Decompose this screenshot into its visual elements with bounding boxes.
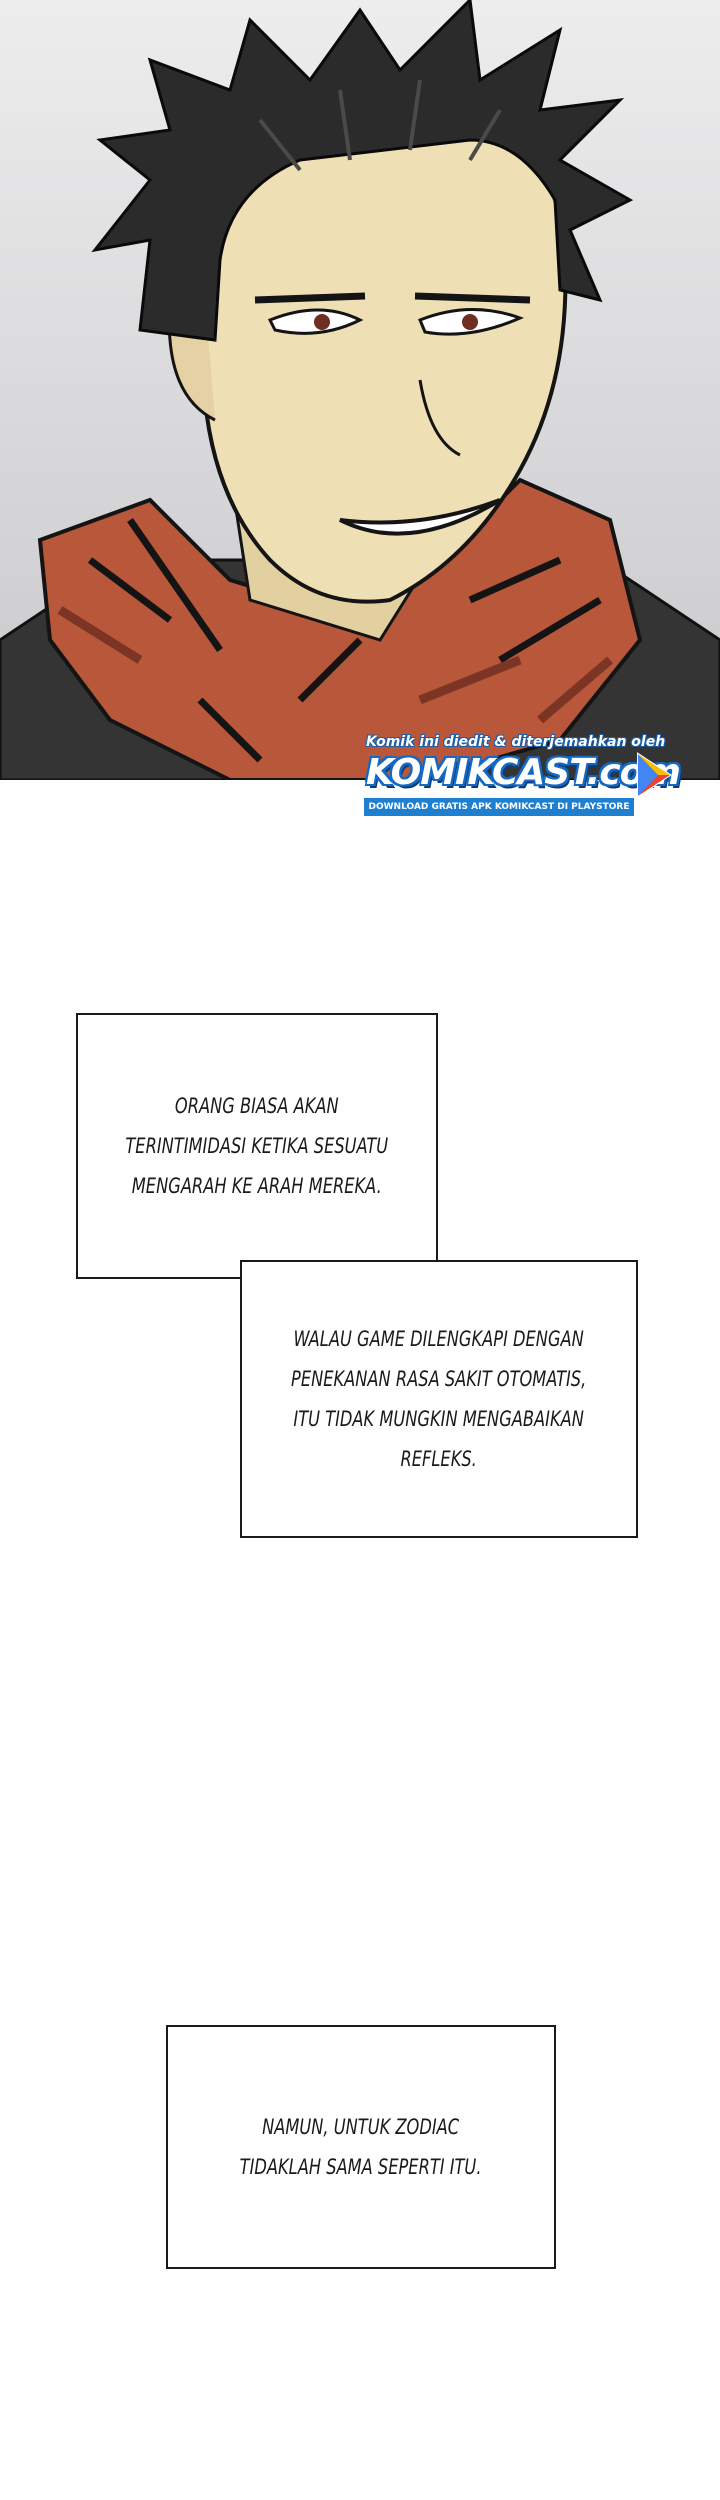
narration-box-2: WALAU GAME DILENGKAPI DENGAN PENEKANAN R… (240, 1260, 638, 1538)
narration-box-3: NAMUN, UNTUK ZODIAC TIDAKLAH SAMA SEPERT… (166, 2025, 556, 2269)
watermark-tagline: Komik ini diedit & diterjemahkan oleh (366, 734, 666, 750)
narration-text-2: WALAU GAME DILENGKAPI DENGAN PENEKANAN R… (291, 1327, 587, 1471)
narration-text-3: NAMUN, UNTUK ZODIAC TIDAKLAH SAMA SEPERT… (240, 2115, 482, 2179)
character-illustration (0, 0, 720, 780)
narration-box-1: ORANG BIASA AKAN TERINTIMIDASI KETIKA SE… (76, 1013, 438, 1279)
narration-text-1: ORANG BIASA AKAN TERINTIMIDASI KETIKA SE… (125, 1094, 389, 1198)
watermark-download-line: DOWNLOAD GRATIS APK KOMIKCAST DI PLAYSTO… (364, 798, 634, 816)
watermark-logo-text: KOMIKCAST.com (366, 752, 681, 793)
comic-panel-character (0, 0, 720, 780)
watermark-komikcast: Komik ini diedit & diterjemahkan oleh KO… (362, 732, 681, 828)
play-store-icon (637, 752, 672, 798)
